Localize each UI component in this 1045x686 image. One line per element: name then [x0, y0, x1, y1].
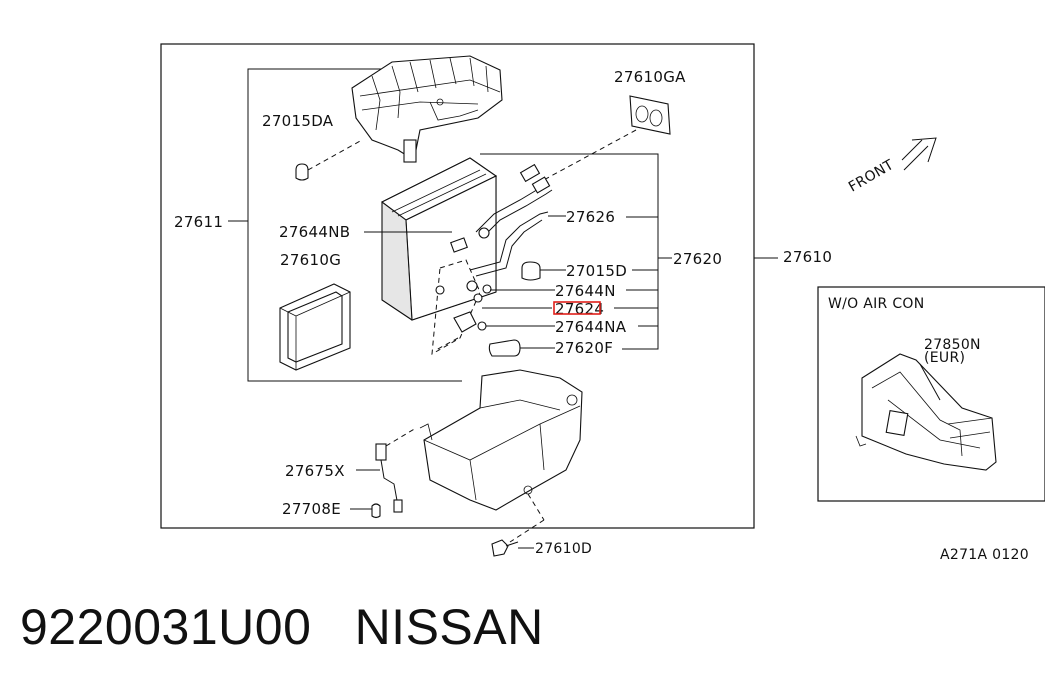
- lower-case-illustration: [419, 369, 583, 511]
- part-number: 9220031U00: [20, 599, 312, 655]
- sub-bracket: [247, 68, 470, 382]
- label-27644na: 27644NA: [555, 318, 627, 336]
- label-27015da: 27015DA: [262, 112, 334, 130]
- oring-27644na: [477, 321, 487, 331]
- label-27675x: 27675X: [285, 462, 345, 480]
- label-27611: 27611: [174, 213, 223, 231]
- front-arrow-icon: [901, 137, 937, 171]
- oring-27644n: [482, 284, 492, 294]
- label-27620f: 27620F: [555, 339, 613, 357]
- clip-27708e: [371, 503, 381, 519]
- label-27850n: 27850N: [924, 337, 981, 353]
- front-label: FRONT: [846, 157, 897, 196]
- label-27708e: 27708E: [282, 500, 341, 518]
- expansion-valve: [431, 237, 483, 355]
- filter-27610g: [279, 283, 351, 371]
- upper-case-illustration: [351, 55, 503, 163]
- label-27610d: 27610D: [535, 541, 592, 557]
- inset-duct-illustration: [855, 353, 997, 471]
- bracket-27620: [480, 153, 659, 350]
- label-27626: 27626: [566, 208, 615, 226]
- label-27610: 27610: [783, 248, 832, 266]
- part-27620f: [488, 339, 521, 357]
- label-27610g: 27610G: [280, 251, 341, 269]
- clip-27015d: [521, 261, 541, 281]
- inset-title: W/O AIR CON: [828, 296, 924, 312]
- oring-27644nb: [478, 227, 490, 239]
- pipes-27626: [469, 163, 553, 277]
- label-27610ga: 27610GA: [614, 68, 686, 86]
- clip-27015da: [295, 163, 309, 181]
- label-eur: (EUR): [924, 350, 965, 366]
- brand-name: NISSAN: [354, 599, 544, 655]
- footer-caption: 9220031U00 NISSAN: [20, 598, 544, 656]
- screw-27610d: [491, 539, 519, 557]
- main-frame: [160, 43, 755, 529]
- reference-code: A271A 0120: [940, 547, 1029, 563]
- label-27644nb: 27644NB: [279, 223, 350, 241]
- highlight-box: [553, 301, 601, 315]
- label-27015d: 27015D: [566, 262, 627, 280]
- inset-frame: [817, 286, 1045, 502]
- label-27620: 27620: [673, 250, 722, 268]
- sensor-27675x: [375, 443, 403, 513]
- seal-27610ga: [629, 95, 671, 135]
- label-27644n: 27644N: [555, 282, 616, 300]
